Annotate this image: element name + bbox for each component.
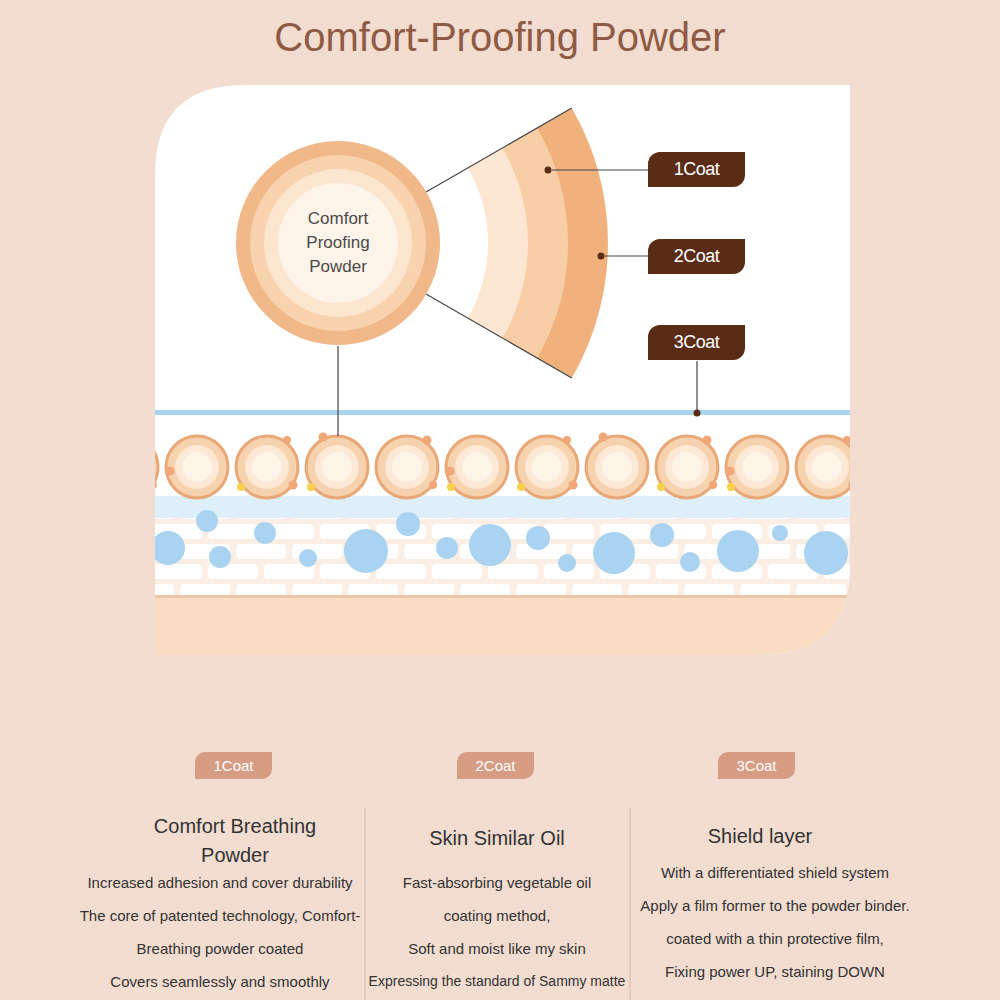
leader-dots [545, 167, 701, 417]
powder-particles [96, 433, 858, 499]
column-heading: Shield layer [635, 822, 885, 851]
column-text: Increased adhesion and cover durability [75, 866, 365, 899]
coat-name: 3Coat [718, 752, 795, 779]
powder-particle [516, 436, 578, 498]
coat-name: 2Coat [457, 752, 534, 779]
powder-particle [166, 436, 229, 498]
column-text: With a differentiated shield system [605, 856, 945, 889]
column-heading: Comfort Breathing Powder [125, 812, 345, 870]
column-text: Apply a film former to the powder binder… [605, 889, 945, 922]
powder-circle: Comfort Proofing Powder [236, 141, 440, 345]
powder-name: Comfort Proofing Powder [278, 207, 398, 279]
column-text: The core of patented technology, Comfort… [70, 899, 370, 965]
shield-film [150, 410, 860, 415]
column-text: Covers seamlessly and smoothly [75, 965, 365, 998]
coat-tag: 2Coat [457, 752, 534, 779]
powder-particle [236, 436, 298, 498]
column-heading: Skin Similar Oil [372, 824, 622, 853]
powder-particle [376, 436, 438, 499]
coat-tab: 2Coat [648, 239, 745, 274]
coat-name: 3Coat [648, 325, 745, 360]
skin-line [150, 595, 860, 598]
coat-name: 2Coat [648, 239, 745, 274]
powder-particle [726, 436, 789, 498]
column-text: coated with a thin protective film, [605, 922, 945, 955]
powder-particle [656, 436, 718, 499]
column-text: Fast-absorbing vegetable oil coating met… [377, 866, 617, 932]
powder-particle [446, 436, 509, 498]
skin-section [96, 410, 860, 658]
powder-particle [96, 436, 158, 499]
column-dividers [365, 808, 630, 1000]
column-text: Soft and moist like my skin [368, 932, 626, 965]
dermis-band [150, 598, 860, 658]
column-text: Fixing power UP, staining DOWN [605, 955, 945, 988]
column-text: Expressing the standard of Sammy matte [368, 965, 626, 998]
skin-cells [150, 518, 860, 596]
coat-tab: 1Coat [648, 152, 745, 187]
powder-particle [586, 433, 648, 499]
page-title: Comfort-Proofing Powder [0, 12, 1000, 62]
powder-particle [306, 433, 368, 499]
moisture-bubbles [151, 510, 848, 575]
skin-layer [150, 518, 860, 596]
coat-tag: 1Coat [195, 752, 272, 779]
coat-tag: 3Coat [718, 752, 795, 779]
coat-tab: 3Coat [648, 325, 745, 360]
coat-name: 1Coat [648, 152, 745, 187]
powder-particle [796, 436, 858, 498]
coat-name: 1Coat [195, 752, 272, 779]
